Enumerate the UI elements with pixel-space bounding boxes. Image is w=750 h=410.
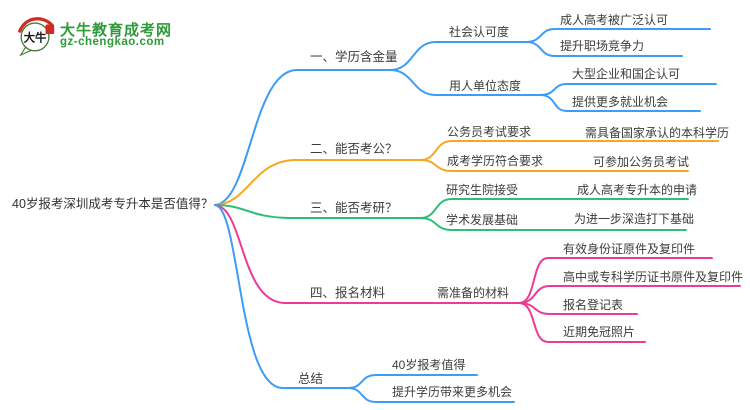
branch1-sub1-leaf1: 成人高考被广泛认可 [560,13,669,27]
branch1-label: 一、学历含金量 [310,50,398,64]
branch5-label: 总结 [298,372,324,386]
edge-branch2-row2 [419,159,689,172]
branch1-sub1-label: 社会认可度 [449,25,510,39]
edge-branch3-row1 [419,198,689,219]
logo-bubble-text: 大牛 [24,31,47,45]
edges-branch-1 [214,28,717,206]
branch4-leaf2: 高中或专科学历证书原件及复印件 [563,270,744,284]
branch5-leaf2: 提升学历带来更多机会 [392,385,513,399]
branch4-leaf1: 有效身份证原件及复印件 [563,242,696,256]
logo-seal [45,24,55,35]
edge-root-branch5 [214,204,349,389]
branch3-sub1-leaf1: 成人高考专升本的申请 [577,183,698,197]
branch2-sub1-label: 公务员考试要求 [447,125,532,139]
branch2-sub1-leaf1: 需具备国家承认的本科学历 [585,126,730,140]
branch3-label: 三、能否考研？ [310,201,398,215]
edge-root-branch4 [214,204,520,304]
branch4-sub1-label: 需准备的材料 [437,286,510,300]
branch5-leaf1: 40岁报考值得 [392,358,466,372]
branch2-label: 二、能否考公？ [310,142,398,156]
branch4-label: 四、报名材料 [310,286,386,300]
edge-sub2-leaf1 [539,83,717,96]
edge-sub2-leaf2 [539,94,701,112]
logo-bubble [20,22,50,52]
edges-branch-5 [214,204,515,403]
edge-root-branch3 [214,204,421,219]
branch3-sub2-leaf1: 为进一步深造打下基础 [574,212,695,226]
edge-branch1-sub2 [389,69,541,96]
edges-branch-3 [214,198,689,231]
branch4-leaf4: 近期免冠照片 [563,325,636,339]
branch2-sub2-leaf1: 可参加公务员考试 [593,155,690,169]
branch3-sub1-label: 研究生院接受 [446,183,519,197]
branch2-sub2-label: 成考学历符合要求 [447,154,544,168]
edge-branch1-sub1 [389,41,527,71]
root-node: 40岁报考深圳成考专升本是否值得？ [12,197,214,211]
edges-branch-2 [214,140,719,206]
branch4-leaf3: 报名登记表 [563,298,624,312]
site-domain: gz-chengkao.com [60,36,165,48]
logo-red-arc [18,17,54,33]
site-name: 大牛教育成考网 [60,22,173,39]
site-logo-icon: 大牛 [18,17,55,57]
edge-sub1-leaf2 [525,41,683,57]
branch1-sub2-leaf2: 提供更多就业机会 [572,95,669,109]
edge-root-branch1 [214,69,391,206]
branch1-sub1-leaf2: 提升职场竞争力 [560,39,645,53]
branch1-sub2-leaf1: 大型企业和国企认可 [572,67,681,81]
edges-branch-4 [214,204,741,343]
edge-branch5-leaf2 [347,387,515,403]
edge-branch4-leaf2 [518,285,741,304]
branch1-sub2-label: 用人单位态度 [449,79,522,93]
edge-branch4-leaf4 [518,302,646,343]
edge-root-branch2 [214,159,421,206]
branch3-sub2-label: 学术发展基础 [446,213,519,227]
edge-branch3-row2 [419,217,687,231]
